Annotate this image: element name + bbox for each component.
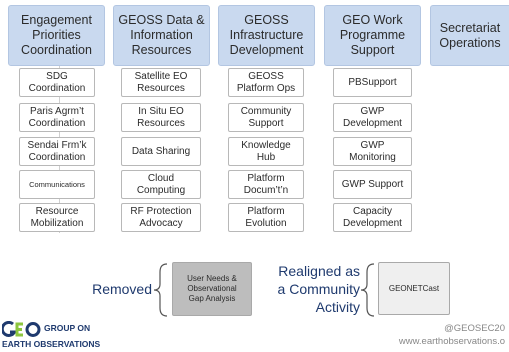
column-header: GEOSS Infrastructure Development [218, 5, 315, 66]
item-box: Resource Mobilization [19, 203, 95, 232]
column-header: GEOSS Data & Information Resources [113, 5, 210, 66]
website-url: www.earthobservations.o [398, 336, 505, 347]
item-box: PBSupport [333, 68, 412, 97]
column-header: GEO Work Programme Support [324, 5, 421, 66]
item-box: Satellite EO Resources [121, 68, 201, 97]
item-box: GEOSS Platform Ops [228, 68, 304, 97]
left-brace-icon [360, 263, 375, 317]
logo-text-line2: EARTH OBSERVATIONS [2, 339, 101, 349]
left-brace-icon [153, 263, 168, 317]
item-box: GWP Support [333, 170, 412, 199]
item-box: Platform Evolution [228, 203, 304, 232]
item-box: Paris Agrm’t Coordination [19, 103, 95, 132]
item-box: In Situ EO Resources [121, 103, 201, 132]
realigned-item: GEONETCast [378, 262, 450, 315]
item-box: Knowledge Hub [228, 137, 304, 166]
removed-label: Removed [92, 281, 152, 297]
item-box: GWP Development [333, 103, 412, 132]
item-box: Data Sharing [121, 137, 201, 166]
item-box: Platform Docum’t’n [228, 170, 304, 199]
social-handle: @GEOSEC20 [444, 323, 505, 334]
item-box: RF Protection Advocacy [121, 203, 201, 232]
item-box: Cloud Computing [121, 170, 201, 199]
column-header: Engagement Priorities Coordination [8, 5, 105, 66]
realigned-label: Realigned as a Community Activity [277, 263, 360, 315]
item-box: Community Support [228, 103, 304, 132]
column-header: Secretariat Operations [430, 5, 509, 66]
item-box: Communications [19, 170, 95, 199]
item-box: Capacity Development [333, 203, 412, 232]
geo-logo [2, 321, 42, 338]
item-box: SDG Coordination [19, 68, 95, 97]
logo-text-line1: GROUP ON [44, 323, 91, 333]
item-box: GWP Monitoring [333, 137, 412, 166]
geo-logo-mark-icon [2, 321, 41, 337]
item-box: Sendai Frm’k Coordination [19, 137, 95, 166]
removed-item: User Needs & Observational Gap Analysis [172, 262, 252, 316]
